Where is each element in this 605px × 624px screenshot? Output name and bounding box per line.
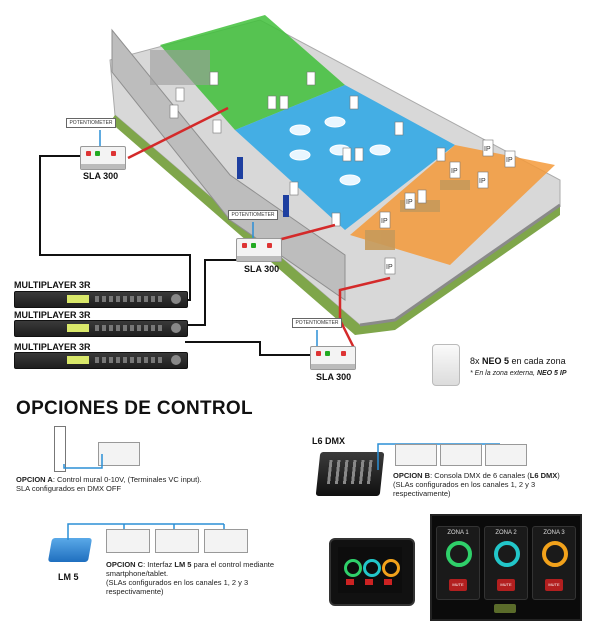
mute-button[interactable]: MUTE bbox=[449, 579, 467, 591]
zone-card: ZONA 1 MUTE bbox=[436, 526, 480, 600]
ip-speaker-markers bbox=[379, 139, 516, 275]
black-cables bbox=[39, 155, 330, 356]
ip-label: IP bbox=[381, 218, 388, 225]
master-button[interactable] bbox=[494, 604, 516, 613]
multiplayer-label: MULTIPLAYER 3R bbox=[14, 310, 91, 320]
building-wall bbox=[111, 28, 346, 301]
ip-label: IP bbox=[506, 157, 513, 164]
neo5-speaker-icon bbox=[432, 344, 460, 386]
ip-label: IP bbox=[479, 178, 486, 185]
zone-card: ZONA 3 MUTE bbox=[532, 526, 576, 600]
venue-3d-view: IP IP IP IP IP IP IP bbox=[39, 15, 561, 356]
wall-potentiometer-icon bbox=[54, 426, 66, 472]
zone-label: ZONA 2 bbox=[495, 530, 517, 536]
ip-label: IP bbox=[484, 146, 491, 153]
l6-dmx-label: L6 DMX bbox=[312, 436, 346, 446]
zone-green bbox=[160, 15, 345, 130]
neo5-note: * En la zona externa, NEO 5 IP bbox=[470, 370, 567, 377]
sla-300-unit bbox=[310, 346, 356, 370]
multiplayer-3r-unit bbox=[14, 291, 188, 308]
ip-label: IP bbox=[406, 199, 413, 206]
option-c-sla-unit bbox=[106, 529, 150, 553]
sla-300-label: SLA 300 bbox=[316, 372, 352, 382]
ip-label: IP bbox=[386, 264, 393, 271]
tables bbox=[289, 116, 391, 186]
option-b-sla-unit bbox=[395, 444, 437, 466]
potentiometer: POTENTIOMETER bbox=[228, 210, 278, 220]
mute-button[interactable]: MUTE bbox=[497, 579, 515, 591]
sla-300-label: SLA 300 bbox=[244, 264, 280, 274]
zone-label: ZONA 1 bbox=[447, 530, 469, 536]
section-heading: OPCIONES DE CONTROL bbox=[16, 398, 253, 419]
option-b-sla-unit bbox=[485, 444, 527, 466]
potentiometer: POTENTIOMETER bbox=[292, 318, 342, 328]
app-screen: ZONA 1 MUTE ZONA 2 MUTE ZONA 3 MUTE bbox=[430, 514, 582, 621]
option-a-cable bbox=[63, 454, 103, 469]
zone-orange bbox=[350, 145, 555, 265]
potentiometer: POTENTIOMETER bbox=[66, 118, 116, 128]
volume-ring-icon bbox=[542, 541, 568, 567]
neo5-title: 8x NEO 5 en cada zona bbox=[470, 356, 566, 366]
volume-ring-icon bbox=[446, 541, 472, 567]
kitchen-area bbox=[150, 50, 210, 85]
option-c-text: OPCION C: Interfaz LM 5 para el control … bbox=[106, 560, 275, 596]
mute-button[interactable]: MUTE bbox=[545, 579, 563, 591]
zone-label: ZONA 3 bbox=[543, 530, 565, 536]
lm5-label: LM 5 bbox=[58, 572, 79, 582]
multiplayer-3r-unit bbox=[14, 320, 188, 337]
window bbox=[283, 195, 289, 217]
volume-ring-icon bbox=[494, 541, 520, 567]
sla-300-label: SLA 300 bbox=[83, 171, 119, 181]
red-cables bbox=[127, 106, 391, 351]
multiplayer-label: MULTIPLAYER 3R bbox=[14, 342, 91, 352]
window bbox=[237, 157, 243, 179]
railing bbox=[359, 203, 561, 327]
sla-300-unit bbox=[80, 146, 126, 170]
option-a-sla-unit bbox=[98, 442, 140, 466]
speaker-markers bbox=[169, 71, 446, 227]
zone-card: ZONA 2 MUTE bbox=[484, 526, 528, 600]
option-b-sla-unit bbox=[440, 444, 482, 466]
ip-label: IP bbox=[451, 168, 458, 175]
multiplayer-3r-unit bbox=[14, 352, 188, 369]
option-c-sla-unit bbox=[155, 529, 199, 553]
multiplayer-label: MULTIPLAYER 3R bbox=[14, 280, 91, 290]
option-a-text: OPCION A: Control mural 0-10V, (Terminal… bbox=[16, 475, 202, 493]
tablet-device bbox=[329, 538, 415, 606]
option-c-sla-unit bbox=[204, 529, 248, 553]
option-b-text: OPCION B: Consola DMX de 6 canales (L6 D… bbox=[393, 471, 560, 498]
sla-300-unit bbox=[236, 238, 282, 262]
blue-cables bbox=[99, 130, 318, 346]
